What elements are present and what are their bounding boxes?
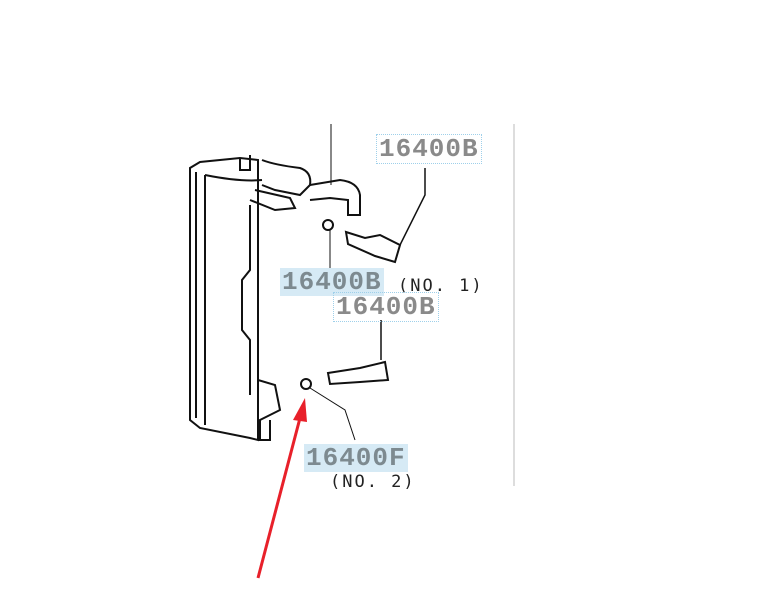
part-callout-16400b-top[interactable]: 16400B [376,134,482,164]
annotation-arrow [256,398,307,579]
callout-note-no2: (NO. 2) [330,472,416,492]
radiator-drawing [189,124,426,442]
part-callout-16400b-no1[interactable]: 16400B [280,267,384,297]
callout-note-no1: (NO. 1) [398,276,484,296]
part-callout-16400b-middle[interactable]: 16400B [333,292,439,322]
part-callout-16400f-no2[interactable]: 16400F [304,443,408,473]
